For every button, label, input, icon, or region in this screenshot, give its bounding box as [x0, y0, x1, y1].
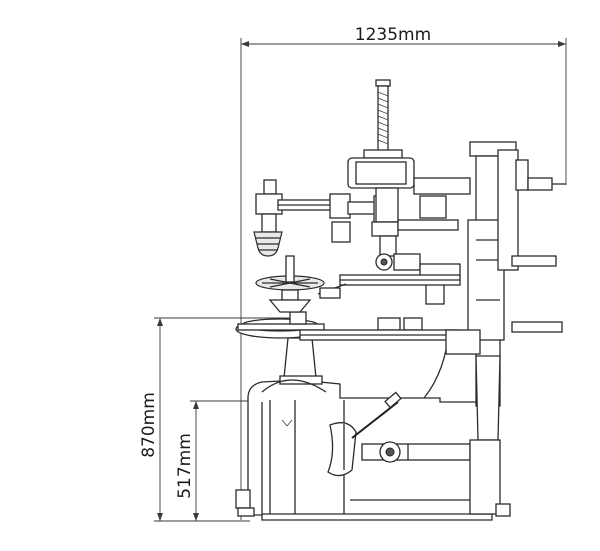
width-dimension: 1235mm: [240, 25, 567, 520]
helper-arm-cone: [253, 179, 389, 257]
mount-head-column: [347, 79, 471, 305]
turntable-assembly: [235, 255, 327, 393]
height-total-dimension: 870mm: [139, 317, 300, 522]
machine-drawing: [235, 79, 566, 521]
height-base-label: 517mm: [175, 433, 195, 499]
height-base-dimension: 517mm: [175, 400, 260, 521]
rear-tower: [423, 141, 566, 517]
base-cabinet: [235, 379, 493, 521]
height-total-label: 870mm: [139, 392, 159, 458]
width-dimension-label: 1235mm: [355, 25, 431, 45]
lower-helper-arm: [299, 274, 461, 341]
